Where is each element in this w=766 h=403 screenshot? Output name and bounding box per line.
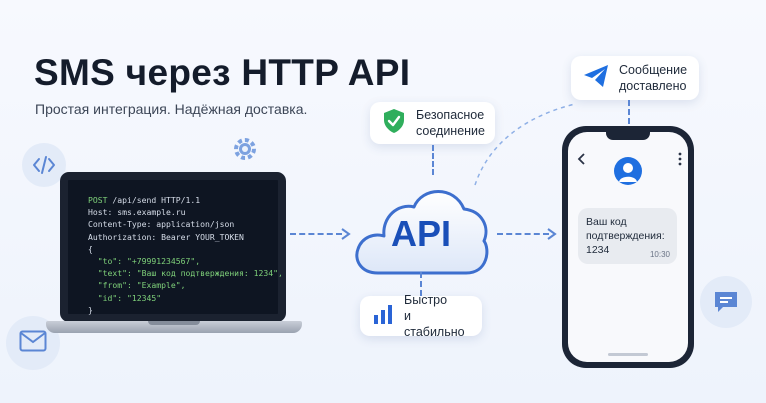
shield-check-icon	[382, 108, 406, 139]
connector-secure-cloud	[432, 145, 434, 175]
code-request-line: /api/send HTTP/1.1	[107, 195, 201, 205]
phone: Ваш код подтверждения: 1234 10:30	[562, 126, 694, 368]
chat-icon	[711, 287, 741, 322]
message-delivered-card: Сообщение доставлено	[571, 56, 699, 100]
connector-cloud-phone	[497, 233, 549, 235]
laptop-screen: POST /api/send HTTP/1.1 Host: sms.exampl…	[60, 172, 286, 322]
page-title: SMS через HTTP API	[34, 52, 411, 93]
api-cloud: API	[350, 173, 492, 285]
gear-icon	[230, 134, 260, 169]
connector-laptop-cloud	[290, 233, 342, 235]
code-json-line: "text": "Ваш код подтверждения: 1234",	[88, 268, 283, 279]
code-line: Content-Type: application/json	[88, 219, 235, 230]
back-arrow-icon[interactable]	[576, 152, 586, 171]
code-method: POST	[88, 195, 108, 205]
bar-chart-icon	[372, 303, 394, 330]
code-json-line: "id": "12345"	[88, 292, 162, 303]
code-json-line: "from": "Example",	[88, 280, 186, 291]
code-json-line: "to": "+79991234567",	[88, 256, 201, 267]
arrow-head-icon	[546, 227, 558, 246]
arrow-head-icon	[340, 227, 352, 246]
code-block: POST /api/send HTTP/1.1 Host: sms.exampl…	[88, 194, 283, 316]
phone-screen: Ваш код подтверждения: 1234 10:30	[568, 132, 688, 362]
more-menu-icon[interactable]	[678, 152, 682, 171]
fast-stable-label: Быстро и стабильно	[404, 293, 465, 339]
code-line: Authorization: Bearer YOUR_TOKEN	[88, 231, 244, 242]
fast-stable-card: Быстро и стабильно	[360, 293, 482, 339]
connector-delivered-phone	[628, 100, 630, 124]
home-indicator	[608, 353, 648, 356]
phone-notch	[606, 132, 650, 140]
api-cloud-label: API	[390, 213, 451, 254]
mail-icon	[19, 330, 47, 357]
code-line: Host: sms.example.ru	[88, 207, 186, 218]
avatar-icon	[614, 157, 642, 185]
page-subtitle: Простая интеграция. Надёжная доставка.	[35, 101, 308, 117]
message-delivered-label: Сообщение доставлено	[619, 63, 688, 93]
sms-message-text: Ваш код подтверждения: 1234	[586, 216, 665, 256]
laptop-notch	[148, 321, 200, 325]
paper-plane-icon	[583, 64, 609, 93]
sms-message-bubble: Ваш код подтверждения: 1234 10:30	[578, 208, 677, 264]
laptop-base	[46, 321, 302, 333]
secure-connection-card: Безопасное соединение	[370, 102, 495, 144]
code-line: }	[88, 304, 93, 315]
connector-arc	[470, 100, 590, 195]
code-brackets-icon	[31, 152, 57, 183]
sms-message-time: 10:30	[649, 250, 670, 259]
connector-cloud-fast	[420, 272, 422, 296]
code-line: {	[88, 243, 93, 254]
secure-connection-label: Безопасное соединение	[416, 108, 485, 138]
